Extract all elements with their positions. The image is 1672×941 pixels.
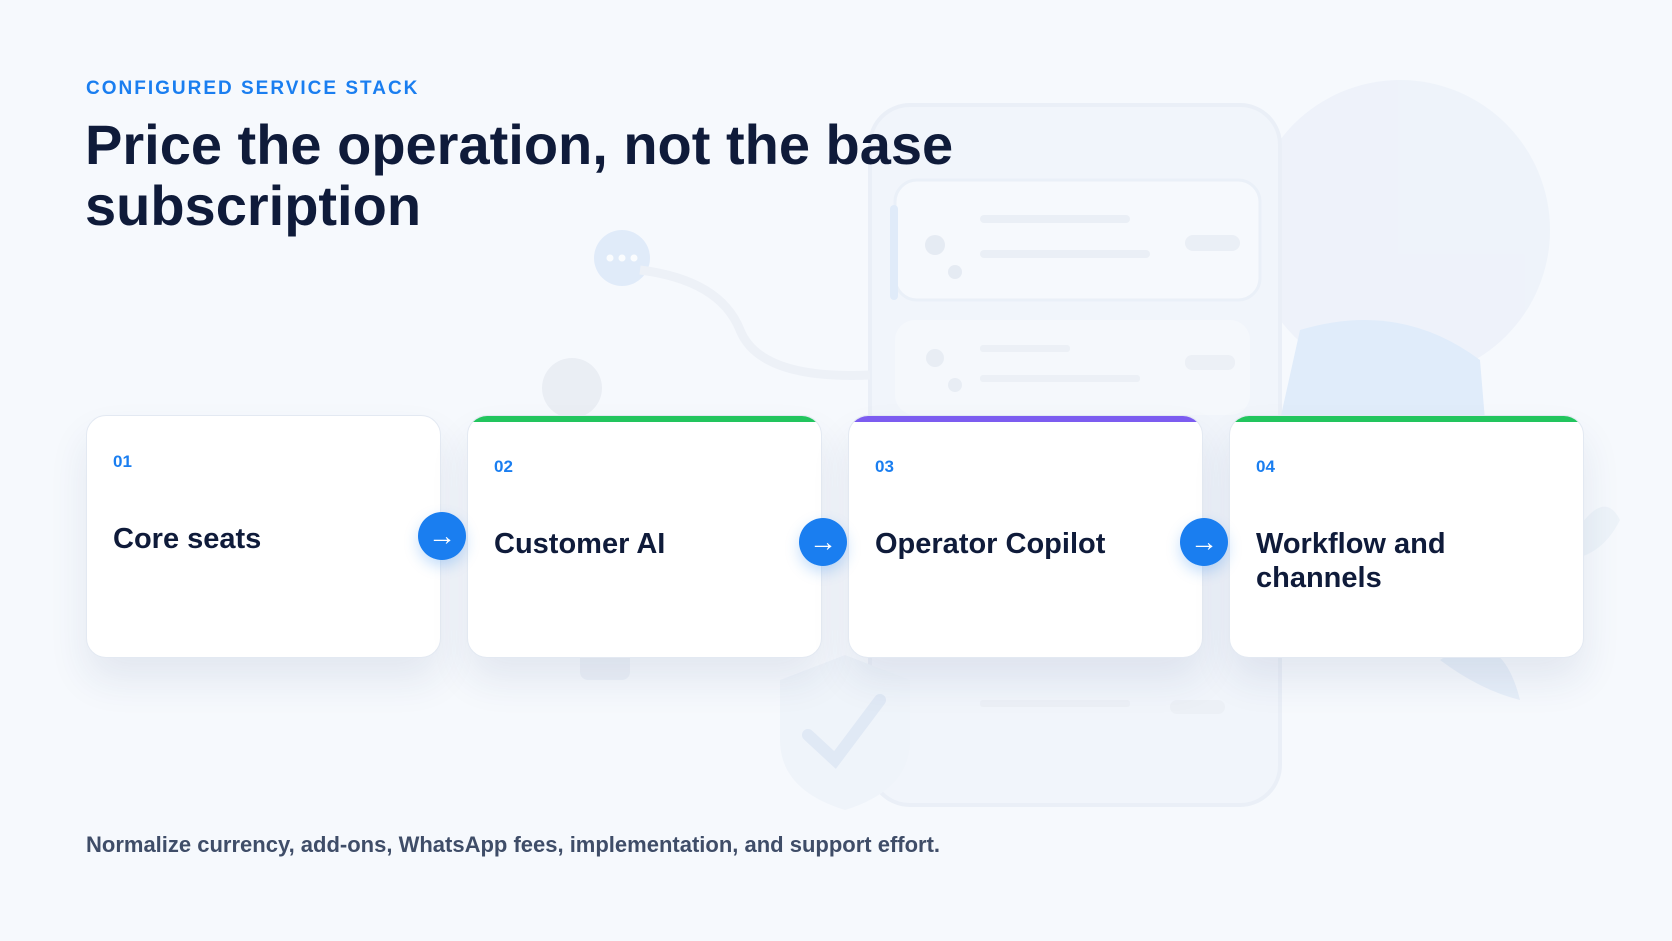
step-label: Customer AI: [494, 528, 666, 560]
arrow-right-icon: →: [1180, 518, 1228, 566]
step-card-core-seats: 01 Core seats: [86, 415, 441, 658]
step-number: 04: [1256, 457, 1275, 476]
step-label: Operator Copilot: [875, 528, 1106, 560]
step-number: 03: [875, 457, 894, 476]
step-card-workflow-channels: 04 Workflow and channels: [1229, 415, 1584, 658]
step-label: Workflow and channels: [1256, 528, 1446, 594]
step-card-customer-ai: 02 Customer AI: [467, 415, 822, 658]
step-number: 01: [113, 452, 132, 471]
step-accent-bar: [849, 416, 1202, 422]
step-label: Core seats: [113, 523, 262, 555]
footer-note: Normalize currency, add-ons, WhatsApp fe…: [86, 832, 941, 857]
eyebrow-label: CONFIGURED SERVICE STACK: [86, 78, 420, 99]
page-title: Price the operation, not the base subscr…: [85, 113, 954, 237]
step-accent-bar: [468, 416, 821, 422]
step-card-operator-copilot: 03 Operator Copilot: [848, 415, 1203, 658]
arrow-right-icon: →: [799, 518, 847, 566]
arrow-right-icon: →: [418, 512, 466, 560]
step-accent-bar: [1230, 416, 1583, 422]
step-number: 02: [494, 457, 513, 476]
